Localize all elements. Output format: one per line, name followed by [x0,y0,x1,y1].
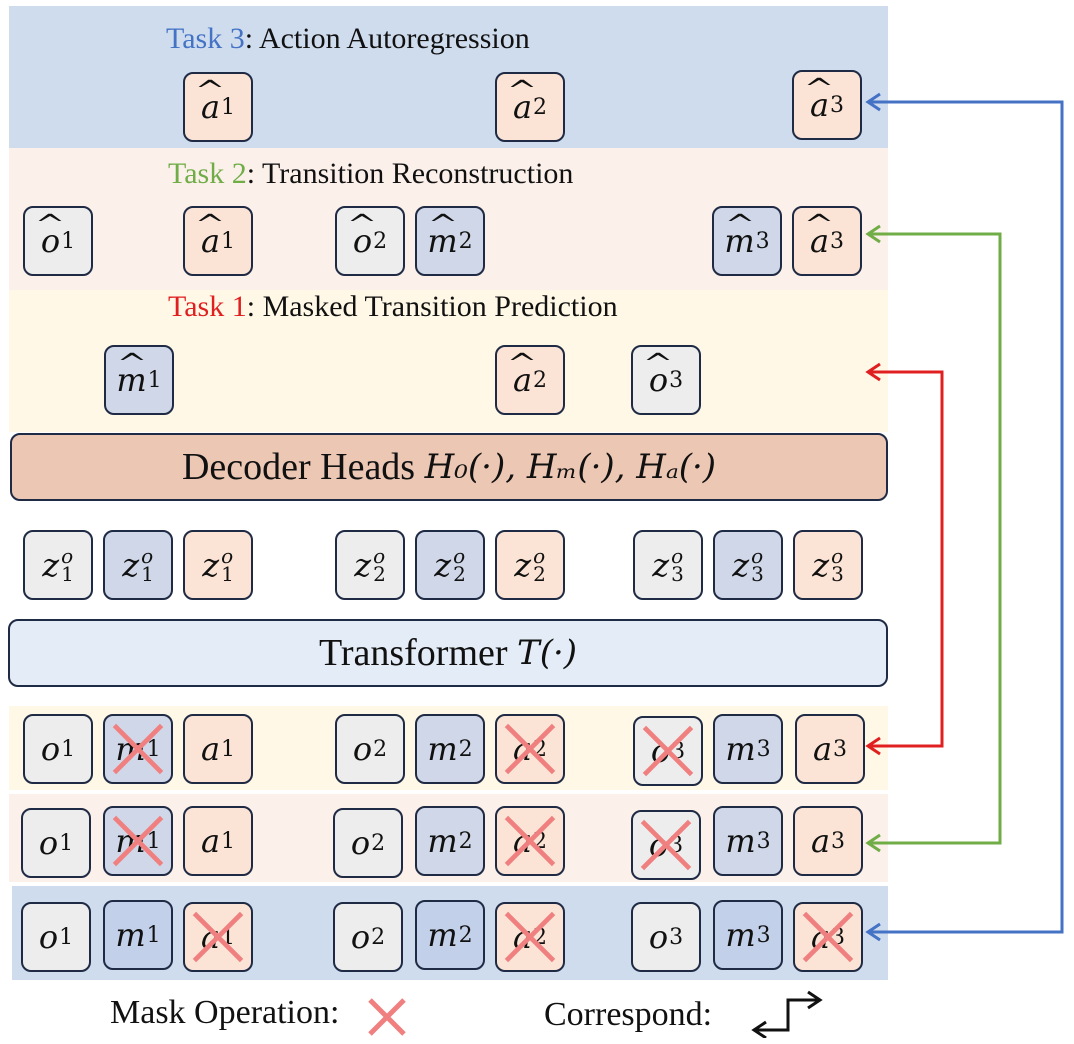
task1-output-m1-hat: m1 [104,345,174,415]
legend-mask-label: Mask Operation: [110,994,340,1031]
task3-band [9,6,888,148]
task2-output-a3-hat: a3 [792,206,862,276]
task3-label: Task 3 [166,22,245,55]
task2-title: Task 2: Transition Reconstruction [168,157,573,191]
task2-output-a1-hat: a1 [183,206,253,276]
task2-output-m2-hat: m2 [415,206,485,276]
task2-label: Task 2 [168,157,247,190]
task3-output-a1-hat: a1 [183,72,253,142]
legend-correspond-label: Correspond: [544,996,713,1033]
task3-title: Task 3: Action Autoregression [166,22,530,56]
decoder-heads-label: Decoder Heads [181,446,416,488]
task2-output-o2-hat: o2 [335,206,405,276]
legend-mask-x-icon [368,998,406,1036]
task1-label: Task 1 [168,290,247,323]
task2-output-m3-hat: m3 [712,206,782,276]
task1-title-text: : Masked Transition Prediction [246,290,618,323]
task1-title: Task 1: Masked Transition Prediction [168,290,618,324]
decoder-heads-bar: Decoder Heads H₀(·), Hₘ(·), Hₐ(·) [10,433,888,501]
task3-arrow [868,100,1064,934]
task2-title-text: : Transition Reconstruction [246,157,574,190]
task1-output-a2-hat: a2 [495,345,565,415]
task2-arrow [868,232,1002,845]
task1-arrow [868,370,944,748]
task1-output-o3-hat: o3 [631,345,701,415]
task2-output-o1-hat: o1 [23,206,93,276]
task3-title-text: : Action Autoregression [244,22,530,55]
transformer-formula: T(·) [517,633,578,673]
legend-correspond-arrow-icon [751,990,823,1038]
task3-output-a3-hat: a3 [792,70,862,140]
task3-output-a2-hat: a2 [495,72,565,142]
transformer-label: Transformer [318,632,508,674]
transformer-bar: Transformer T(·) [8,619,888,687]
decoder-heads-formula: H₀(·), Hₘ(·), Hₐ(·) [424,447,717,487]
